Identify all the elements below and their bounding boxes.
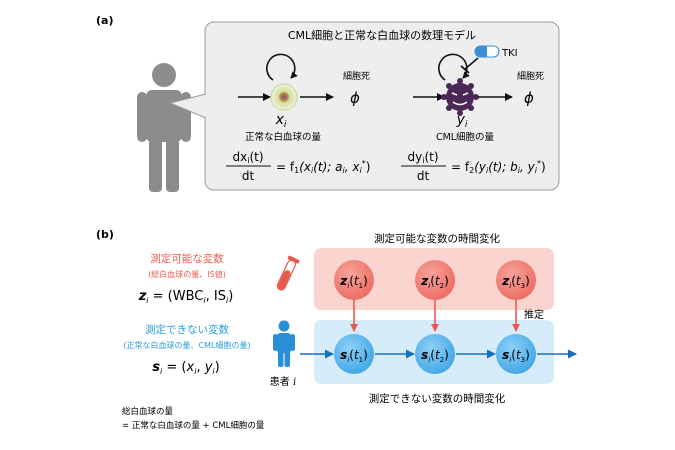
s-node-2: si(t2) bbox=[415, 334, 455, 374]
unmeasurable-time-title: 測定できない変数の時間変化 bbox=[369, 392, 506, 405]
cml-cell-module bbox=[413, 45, 513, 116]
cml-cell-death-label: 細胞死 bbox=[517, 70, 544, 82]
svg-text:dxi(t): dxi(t) bbox=[232, 150, 263, 165]
svg-text:dt: dt bbox=[417, 169, 430, 183]
svg-text:si(t2): si(t2) bbox=[421, 348, 449, 364]
cml-equation: dyi(t) dt = f2(yi(t); bi, yi*) bbox=[401, 150, 546, 183]
svg-text:= f1(xi(t); ai, xi*): = f1(xi(t); ai, xi*) bbox=[276, 159, 370, 175]
panel-a-label: (a) bbox=[96, 14, 113, 27]
svg-text:zi(t2): zi(t2) bbox=[420, 274, 449, 290]
z-node-2: zi(t2) bbox=[415, 260, 455, 300]
measurable-subheading: (総白血球の量、IS値) bbox=[148, 269, 226, 279]
svg-text:dt: dt bbox=[242, 169, 255, 183]
tki-label: TKI bbox=[501, 48, 518, 59]
measurable-time-title: 測定可能な変数の時間変化 bbox=[374, 232, 500, 245]
cml-cell-icon bbox=[441, 78, 479, 116]
unmeasurable-equation: si = (xi, yi) bbox=[152, 360, 219, 376]
cml-var: yi bbox=[456, 112, 468, 130]
measurable-equation: zi = (WBCi, ISi) bbox=[138, 289, 234, 305]
s-node-1: si(t1) bbox=[334, 334, 374, 374]
svg-text:zi(t3): zi(t3) bbox=[501, 274, 530, 290]
s-node-3: si(t3) bbox=[496, 334, 536, 374]
measurable-heading: 測定可能な変数 bbox=[150, 252, 224, 265]
unmeasurable-heading: 測定できない変数 bbox=[145, 323, 229, 336]
normal-caption: 正常な白血球の量 bbox=[245, 131, 322, 143]
unmeasurable-subheading: (正常な白血球の量、CML細胞の量) bbox=[123, 340, 250, 350]
panel-b-label: (b) bbox=[96, 228, 114, 241]
cml-phi: ϕ bbox=[524, 89, 534, 107]
normal-cell-death-label: 細胞死 bbox=[343, 70, 370, 82]
patient-icon bbox=[273, 320, 295, 367]
person-icon bbox=[137, 63, 191, 192]
normal-var: xi bbox=[275, 112, 287, 130]
svg-text:= f2(yi(t); bi, yi*): = f2(yi(t); bi, yi*) bbox=[451, 159, 546, 175]
test-tube-icon bbox=[276, 255, 300, 291]
svg-text:si(t3): si(t3) bbox=[502, 348, 530, 364]
tki-pill-icon bbox=[474, 45, 500, 58]
normal-equation: dxi(t) dt = f1(xi(t); ai, xi*) bbox=[226, 150, 370, 183]
normal-phi: ϕ bbox=[350, 89, 360, 107]
footnote-line2: = 正常な白血球の量 + CML細胞の量 bbox=[122, 420, 265, 431]
cml-caption: CML細胞の量 bbox=[436, 131, 495, 143]
svg-text:dyi(t): dyi(t) bbox=[407, 150, 438, 165]
patient-label: 患者 i bbox=[270, 376, 296, 388]
z-node-3: zi(t3) bbox=[496, 260, 536, 300]
estimate-label: 推定 bbox=[524, 308, 544, 321]
normal-wbc-icon bbox=[270, 83, 298, 111]
normal-cell-module bbox=[238, 53, 334, 111]
model-box-title: CML細胞と正常な白血球の数理モデル bbox=[288, 28, 476, 42]
svg-text:zi(t1): zi(t1) bbox=[339, 274, 368, 290]
svg-text:si(t1): si(t1) bbox=[340, 348, 368, 364]
footnote-line1: 総白血球の量 bbox=[122, 406, 174, 417]
z-node-1: zi(t1) bbox=[334, 260, 374, 300]
